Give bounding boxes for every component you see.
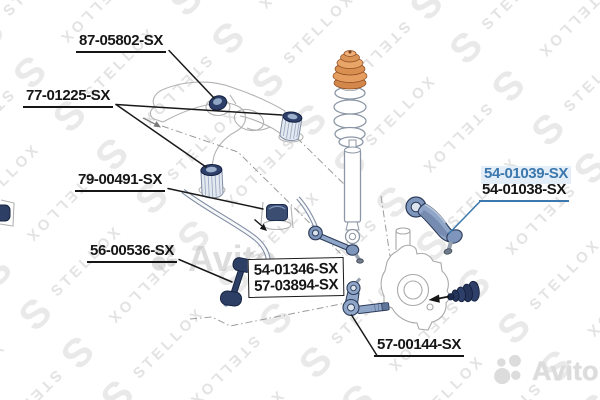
adjusting-rod-54-01346 — [308, 225, 364, 264]
arrow-on-subframe-icon — [142, 117, 161, 128]
leader-77-01225-b — [115, 103, 207, 168]
stabilizer-bushing-79-00491 — [260, 201, 294, 231]
steering-knuckle — [380, 227, 452, 331]
part-label-56-00536-sx: 56-00536-SX — [87, 243, 177, 263]
part-label-87-05802-sx: 87-05802-SX — [76, 33, 166, 53]
leader-54-01039 — [448, 199, 482, 235]
coil-spring — [333, 86, 367, 148]
shock-body — [343, 139, 362, 245]
subframe-bushing-77-lower — [200, 163, 224, 199]
part-label-77-01225-sx: 77-01225-SX — [23, 88, 113, 108]
part-label-57-03894-sx: 57-03894-SX — [253, 275, 339, 295]
left-edge-bushing — [0, 199, 15, 227]
upper-control-arm-54-01039 — [405, 196, 463, 255]
leader-77-01225-a — [115, 103, 283, 116]
part-label-box: 54-01346-SX 57-03894-SX — [247, 256, 345, 299]
part-label-54-01038-sx: 54-01038-SX — [479, 182, 569, 202]
subframe-bushing-87-05802 — [208, 95, 228, 111]
shock-absorber — [332, 50, 368, 245]
leader-79-00491 — [167, 187, 264, 210]
arrow-to-stabilizer-bar-icon — [254, 218, 267, 231]
part-label-54-01039-sx-highlighted: 54-01039-SX — [481, 166, 571, 184]
leader-57-00144 — [350, 314, 378, 357]
arrows — [142, 117, 450, 303]
bump-stop — [332, 50, 368, 92]
leader-87-05802 — [168, 49, 215, 99]
subframe-line-art — [149, 81, 304, 196]
subframe-bushing-77-right — [279, 111, 303, 142]
leader-56-00536 — [178, 258, 233, 283]
part-label-79-00491-sx: 79-00491-SX — [75, 172, 165, 192]
leader-lines — [115, 49, 482, 357]
part-label-57-00144-sx: 57-00144-SX — [374, 337, 464, 357]
cone-bushing — [447, 280, 480, 303]
arrow-to-knuckle-icon — [428, 294, 450, 303]
lower-link-57-00144 — [342, 277, 390, 317]
